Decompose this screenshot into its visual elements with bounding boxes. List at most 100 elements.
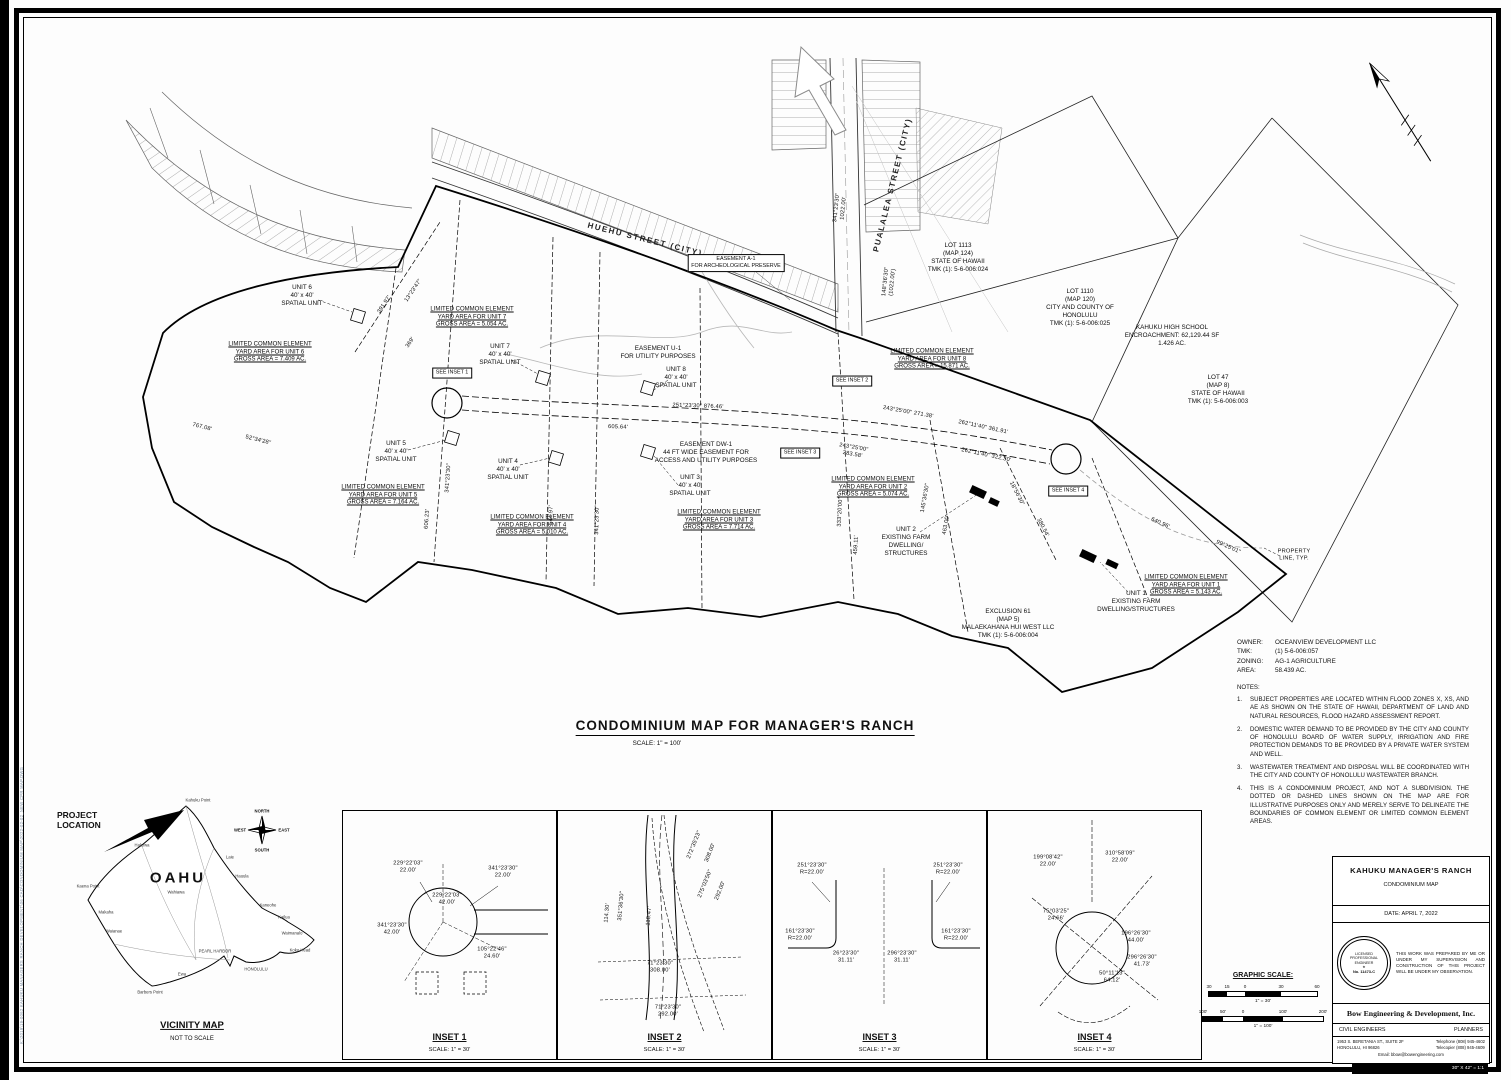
- owner-row-value: AG-1 AGRICULTURE: [1275, 657, 1336, 665]
- lce-unit-8-label: LIMITED COMMON ELEMENT YARD AREA FOR UNI…: [890, 348, 974, 370]
- see-inset-2-ref: SEE INSET 2: [832, 375, 872, 387]
- place-label: Kailua: [278, 914, 290, 920]
- lot-1110-label: LOT 1110 (MAP 120) CITY AND COUNTY OF HO…: [1046, 287, 1114, 328]
- pe-stamp-seal: LICENSED PROFESSIONAL ENGINEER ★ No. 114…: [1337, 936, 1391, 990]
- note-text: SUBJECT PROPERTIES ARE LOCATED WITHIN FL…: [1250, 696, 1469, 720]
- stamp-line: PROFESSIONAL: [1350, 956, 1378, 961]
- note-text: WASTEWATER TREATMENT AND DISPOSAL WILL B…: [1250, 763, 1469, 779]
- inset-bearing-label: 310°58'09" 22.00': [1105, 850, 1135, 864]
- lce-unit-3-label: LIMITED COMMON ELEMENT YARD AREA FOR UNI…: [677, 509, 761, 531]
- owner-row-value: (1) 5-6-006:057: [1275, 648, 1319, 656]
- see-inset-1-ref: SEE INSET 1: [432, 367, 472, 379]
- scale-tick: 100': [1198, 1009, 1208, 1014]
- firm-role-left: CIVIL ENGINEERS: [1339, 1027, 1386, 1033]
- easement-a1-label: EASEMENT A-1 FOR ARCHEOLOGICAL PRESERVE: [687, 254, 785, 272]
- compass-east-label: EAST: [278, 827, 290, 833]
- owner-row-label: OWNER:: [1237, 639, 1263, 646]
- inset-bearing-label: 229°22'03" 22.00': [393, 860, 423, 874]
- inset-bearing-label: 229°22'03" 42.00': [432, 892, 462, 906]
- see-inset-4-ref: SEE INSET 4: [1048, 485, 1088, 497]
- lot-1113-label: LOT 1113 (MAP 124) STATE OF HAWAII TMK (…: [927, 241, 989, 274]
- inset-1-scale: SCALE: 1" = 30': [428, 1047, 471, 1053]
- note-text: THIS IS A CONDOMINIUM PROJECT, AND NOT A…: [1250, 785, 1469, 826]
- firm-name: Bow Engineering & Development, Inc.: [1333, 1004, 1489, 1024]
- scan-edge-band: [0, 0, 9, 1080]
- project-location-label: PROJECT LOCATION: [57, 810, 101, 831]
- vicinity-map-subtitle: NOT TO SCALE: [170, 1036, 214, 1043]
- bearing-label: 605.64': [607, 424, 629, 431]
- inset-4-panel: INSET 4 SCALE: 1" = 30': [987, 810, 1202, 1060]
- scale-tick: 30: [1278, 984, 1284, 989]
- title-block: KAHUKU MANAGER'S RANCH CONDOMINIUM MAP D…: [1332, 856, 1490, 1064]
- scale-tick: 50': [1220, 1009, 1226, 1014]
- title-block-date-row: DATE: APRIL 7, 2022: [1333, 906, 1489, 923]
- place-label: Koko Head: [289, 947, 311, 953]
- lce-unit-5-label: LIMITED COMMON ELEMENT YARD AREA FOR UNI…: [341, 484, 425, 506]
- easement-u1-label: EASEMENT U-1 FOR UTILITY PURPOSES: [620, 344, 696, 360]
- unit-3-label: UNIT 3 40' x 40' SPATIAL UNIT: [669, 473, 711, 498]
- inset-bearing-label: 71°23'30" 308.00': [646, 960, 674, 974]
- inset-bearing-label: 199°08'42" 22.00': [1033, 854, 1063, 868]
- certification-text: THIS WORK WAS PREPARED BY ME OR UNDER MY…: [1396, 951, 1485, 974]
- scale-bar-ticks: 100' 50' 0 100' 200': [1199, 1009, 1328, 1016]
- scale-bar-segment: [1227, 992, 1245, 996]
- bearing-label: 606.23': [423, 508, 432, 530]
- scale-bar-segment: [1223, 1017, 1243, 1021]
- graphic-scale-heading: GRAPHIC SCALE:: [1232, 972, 1294, 979]
- owner-row-label: AREA:: [1237, 667, 1256, 675]
- sheet-border-outer: [14, 8, 1501, 1072]
- inset-bearing-label: 341°23'30" 22.00': [488, 865, 518, 879]
- inset-3-panel: INSET 3 SCALE: 1" = 30': [772, 810, 987, 1060]
- map-scale-note: SCALE: 1" = 100': [632, 739, 682, 747]
- license-number: No. 11473-C: [1352, 968, 1376, 974]
- inset-2-title: INSET 2: [647, 1032, 682, 1042]
- note-item: 2.DOMESTIC WATER DEMAND TO BE PROVIDED B…: [1237, 726, 1469, 759]
- place-label: Ewa: [177, 971, 187, 977]
- island-name-label: OAHU: [149, 869, 207, 887]
- firm-email: Email: bbow@bowengineering.com: [1378, 1051, 1444, 1057]
- map-title: CONDOMINIUM MAP FOR MANAGER'S RANCH: [575, 718, 915, 736]
- lce-unit-1-label: LIMITED COMMON ELEMENT YARD AREA FOR UNI…: [1144, 574, 1228, 596]
- compass-north-label: NORTH: [254, 808, 270, 814]
- existing-subdivision: [125, 45, 1459, 623]
- inset-1-panel: INSET 1 SCALE: 1" = 30': [342, 810, 557, 1060]
- unit-1-label: UNIT 1 EXISTING FARM DWELLING/STRUCTURES: [1097, 589, 1175, 614]
- inset-bearing-label: 75°03'25" 24.66': [1042, 908, 1070, 922]
- inset-bearing-label: 26°23'30" 31.11': [832, 950, 860, 964]
- lce-unit-6-label: LIMITED COMMON ELEMENT YARD AREA FOR UNI…: [228, 341, 312, 363]
- inset-bearing-label: 296°26'30" 41.73': [1127, 954, 1157, 968]
- scale-bar-segment: [1283, 1017, 1323, 1021]
- note-number: 3.: [1237, 763, 1243, 771]
- inset-bearing-label: 196°26'30" 44.00': [1121, 930, 1151, 944]
- property-line-label: PROPERTY LINE, TYP.: [1277, 548, 1311, 562]
- scale-tick: 30: [1206, 984, 1212, 989]
- firm-address: 1953 S. BERETANIA ST., SUITE 2F HONOLULU…: [1337, 1039, 1404, 1051]
- owner-row: AREA:58.439 AC.: [1237, 666, 1376, 675]
- sheet-size-bar: 30" X 42" = 1:1: [1352, 1063, 1488, 1074]
- inset-bearing-label: 296°23'30" 31.11': [887, 950, 917, 964]
- inset-bearing-label: 251°23'30" R=22.00': [933, 862, 963, 876]
- owner-row-label: ZONING:: [1237, 657, 1264, 665]
- owner-row: ZONING: AG-1 AGRICULTURE: [1237, 657, 1376, 666]
- easement-dw1-label: EASEMENT DW-1 44 FT WIDE EASEMENT FOR AC…: [654, 440, 758, 465]
- unit-5-label: UNIT 5 40' x 40' SPATIAL UNIT: [375, 439, 417, 464]
- inset-bearing-label: 161°23'30" R=22.00': [785, 928, 815, 942]
- bearing-label: 333°20'00": [836, 497, 845, 527]
- unit-4-label: UNIT 4 40' x 40' SPATIAL UNIT: [487, 457, 529, 482]
- plot-file-stamp: K:\2019\19-0062 KAHUKU MANAGERS RANCH DE…: [19, 766, 24, 1044]
- place-label: Waimanalo: [281, 930, 303, 936]
- address-line: 1953 S. BERETANIA ST., SUITE 2F: [1337, 1039, 1404, 1044]
- place-label: PEARL HARBOR: [198, 948, 232, 954]
- title-block-stamp-row: LICENSED PROFESSIONAL ENGINEER ★ No. 114…: [1333, 923, 1489, 1004]
- scale-bar-segment: [1209, 992, 1227, 996]
- exclusion-61-label: EXCLUSION 61 (MAP 5) MALAEKAHANA HUI WES…: [961, 607, 1055, 640]
- note-number: 4.: [1237, 785, 1243, 793]
- inset1-geometry: [403, 862, 548, 995]
- owner-block: OWNER:OCEANVIEW DEVELOPMENT LLC TMK:(1) …: [1237, 638, 1376, 676]
- address-line: HONOLULU, HI 96826: [1337, 1044, 1380, 1050]
- unit-2-label: UNIT 2 EXISTING FARM DWELLING/ STRUCTURE…: [881, 525, 931, 558]
- place-label: Kahuku Point: [185, 797, 211, 803]
- scale-tick: 0: [1241, 1009, 1245, 1014]
- scale-bar: [1202, 1016, 1324, 1022]
